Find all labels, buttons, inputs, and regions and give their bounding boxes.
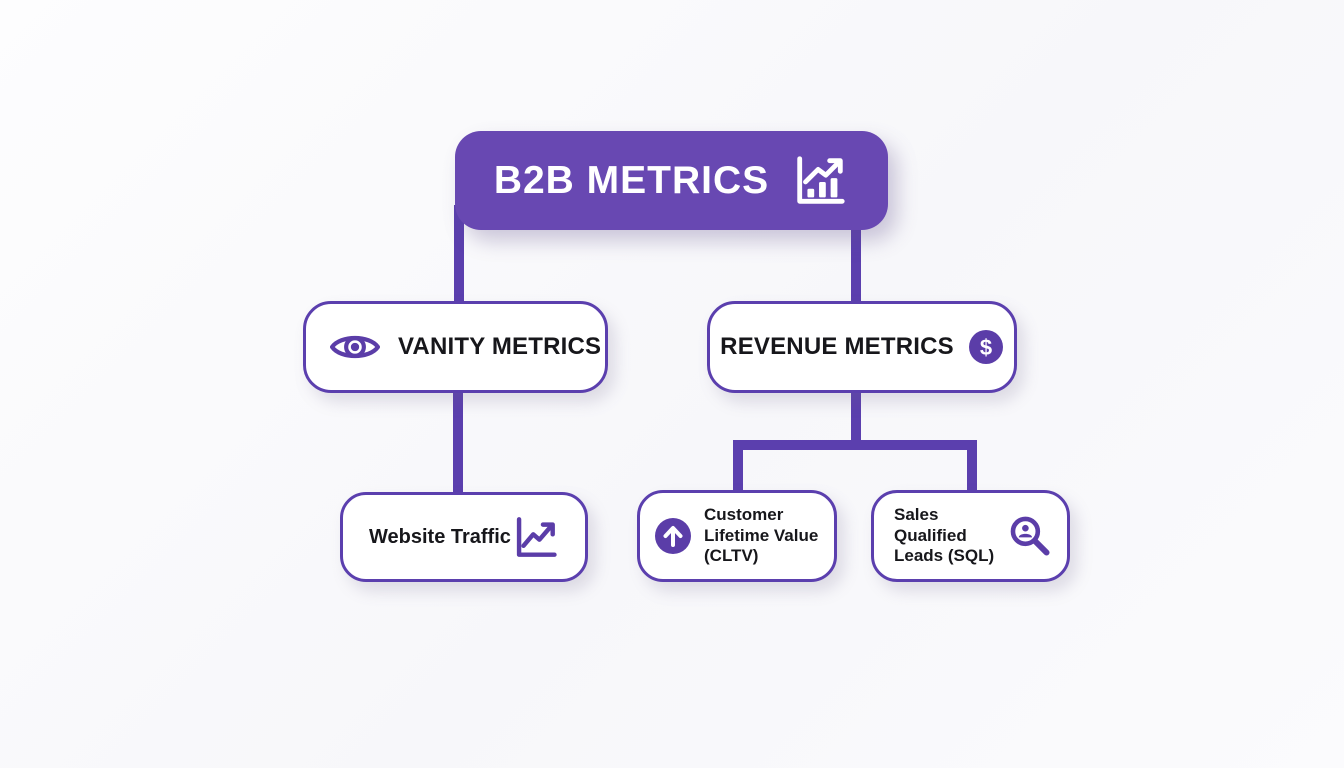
connector-root-to-revenue: [851, 205, 861, 315]
connector-root-to-vanity: [454, 205, 464, 315]
leaf-node-cltv: Customer Lifetime Value (CLTV): [637, 490, 837, 582]
svg-text:$: $: [980, 335, 992, 360]
leaf-label-cltv: Customer Lifetime Value (CLTV): [704, 504, 819, 566]
arrow-up-circle-icon: [655, 518, 691, 554]
branch-label-vanity: VANITY METRICS: [398, 333, 602, 360]
root-node-b2b-metrics: B2B METRICS: [455, 131, 888, 230]
leaf-node-sql: Sales Qualified Leads (SQL): [871, 490, 1070, 582]
branch-node-vanity-metrics: VANITY METRICS: [303, 301, 608, 393]
person-search-icon: [1010, 516, 1050, 556]
branch-node-revenue-metrics: REVENUE METRICS $: [707, 301, 1017, 393]
connector-revenue-crossbar: [733, 440, 977, 450]
connector-vanity-to-website: [453, 385, 463, 500]
leaf-node-website-traffic: Website Traffic: [340, 492, 588, 582]
connector-revenue-stem: [851, 385, 861, 445]
connector-to-sql: [967, 444, 977, 498]
leaf-label-sql: Sales Qualified Leads (SQL): [894, 504, 995, 566]
root-title: B2B METRICS: [493, 158, 770, 202]
branch-label-revenue: REVENUE METRICS: [720, 333, 954, 360]
bar-chart-trend-icon: [797, 155, 845, 204]
dollar-circle-icon: $: [968, 330, 1003, 364]
trend-line-icon: [516, 517, 557, 557]
eye-icon: [330, 335, 380, 359]
connector-to-cltv: [733, 444, 743, 498]
leaf-label-website-traffic: Website Traffic: [369, 525, 511, 548]
